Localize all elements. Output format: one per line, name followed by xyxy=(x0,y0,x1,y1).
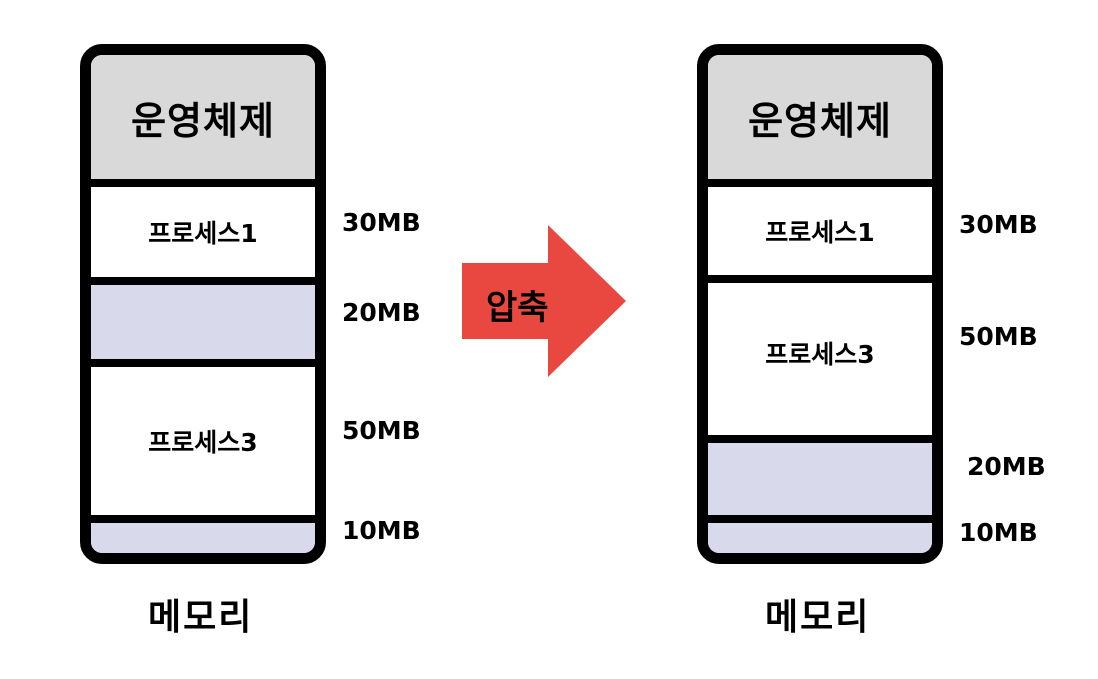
right-size-free-top: 20MB xyxy=(967,452,1046,481)
left-process3-segment: 프로세스3 xyxy=(91,367,315,515)
left-process1-segment: 프로세스1 xyxy=(91,187,315,277)
left-os-segment: 운영체제 xyxy=(91,55,315,179)
left-free-segment-10mb xyxy=(91,523,315,553)
left-divider-4 xyxy=(91,515,315,523)
right-os-label: 운영체제 xyxy=(748,98,892,143)
left-memory-title: 메모리 xyxy=(148,597,254,638)
left-free-segment-20mb xyxy=(91,285,315,359)
left-divider-1 xyxy=(91,179,315,187)
right-size-free-bottom: 10MB xyxy=(959,518,1038,547)
right-process3-label: 프로세스3 xyxy=(765,340,875,369)
right-free-segment-10mb xyxy=(708,523,932,553)
right-divider-4 xyxy=(708,515,932,523)
right-process3-segment: 프로세스3 xyxy=(708,283,932,435)
right-os-segment: 운영체제 xyxy=(708,55,932,179)
left-size-free-bottom: 10MB xyxy=(342,516,421,545)
right-divider-3 xyxy=(708,435,932,443)
right-divider-1 xyxy=(708,179,932,187)
left-size-free-top: 20MB xyxy=(342,298,421,327)
left-size-process1: 30MB xyxy=(342,208,421,237)
left-memory-block: 운영체제 프로세스1 프로세스3 xyxy=(80,44,326,564)
compaction-arrow-icon xyxy=(462,225,626,377)
left-process3-label: 프로세스3 xyxy=(148,428,258,457)
left-os-label: 운영체제 xyxy=(131,98,275,143)
left-divider-2 xyxy=(91,277,315,285)
compaction-arrow-shape xyxy=(462,225,626,377)
right-memory-title: 메모리 xyxy=(765,597,871,638)
right-size-process3: 50MB xyxy=(959,322,1038,351)
right-size-process1: 30MB xyxy=(959,210,1038,239)
left-size-process3: 50MB xyxy=(342,416,421,445)
compaction-arrow-label: 압축 xyxy=(486,288,549,328)
left-divider-3 xyxy=(91,359,315,367)
right-free-segment-20mb xyxy=(708,443,932,515)
left-process1-label: 프로세스1 xyxy=(148,219,258,248)
right-process1-segment: 프로세스1 xyxy=(708,187,932,275)
right-divider-2 xyxy=(708,275,932,283)
right-memory-block: 운영체제 프로세스1 프로세스3 xyxy=(697,44,943,564)
right-process1-label: 프로세스1 xyxy=(765,218,875,247)
